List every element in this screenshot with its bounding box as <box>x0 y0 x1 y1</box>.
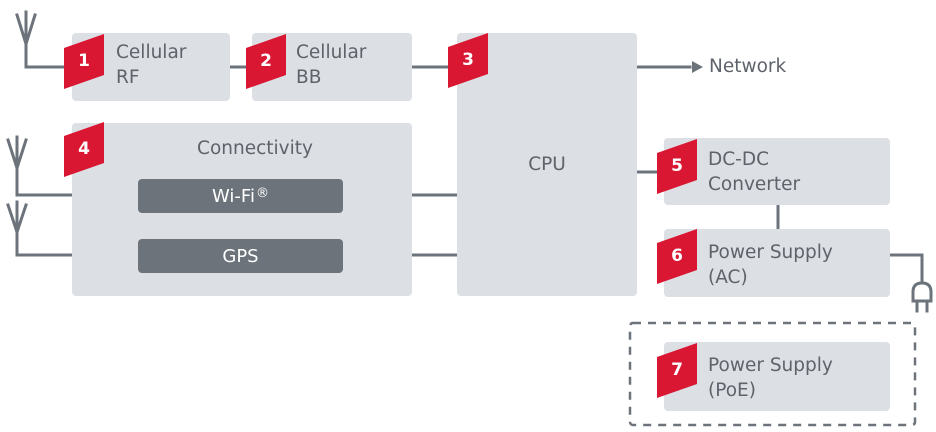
cellular-rf-label: Cellular RF <box>116 42 187 88</box>
poe-optional-dashed-frame <box>628 321 917 427</box>
dcdc-converter-block <box>664 138 890 205</box>
gps-label: GPS <box>222 245 259 267</box>
cpu-label: CPU <box>528 154 566 175</box>
power-supply-poe-block <box>664 342 890 411</box>
cellular-bb-label: Cellular BB <box>296 42 367 88</box>
cpu-block <box>457 33 637 296</box>
power-supply-ac-block <box>664 229 890 297</box>
power-supply-poe-label: Power Supply (PoE) <box>708 355 833 401</box>
registered-mark: ® <box>255 185 269 201</box>
network-label: Network <box>709 56 787 77</box>
antenna-icon-cellular <box>15 10 74 69</box>
gps-module: GPS <box>138 239 343 273</box>
network-arrow-icon <box>692 61 703 73</box>
power-plug-icon <box>887 253 933 313</box>
dcdc-label: DC-DC Converter <box>708 149 801 195</box>
power-supply-ac-label: Power Supply (AC) <box>708 242 833 288</box>
wifi-module: Wi-Fi® <box>138 179 343 213</box>
connectivity-label: Connectivity <box>197 138 313 159</box>
wifi-label: Wi-Fi <box>212 185 255 207</box>
